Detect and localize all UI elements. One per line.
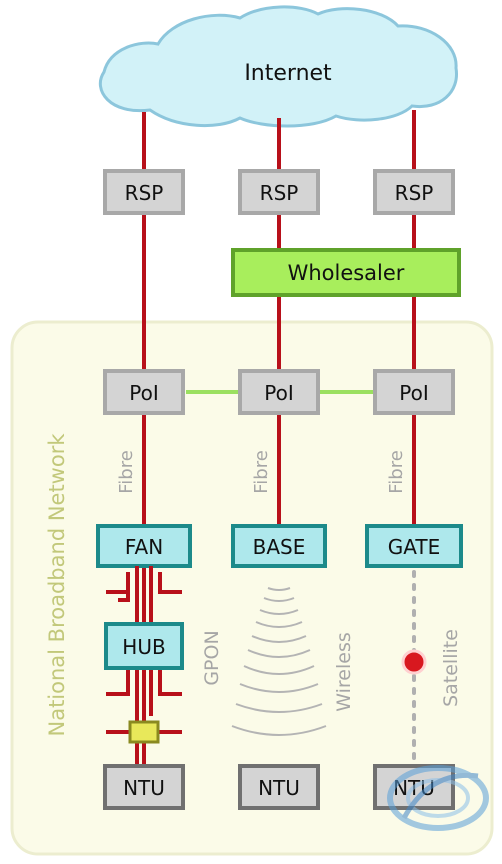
wholesaler-label: Wholesaler <box>288 261 405 285</box>
fan-label: FAN <box>125 535 163 559</box>
watermark-logo <box>387 765 489 831</box>
hub-label: HUB <box>122 635 165 659</box>
base-label: BASE <box>253 535 306 559</box>
internet-cloud <box>98 5 458 128</box>
gate-box <box>365 524 463 568</box>
wireless-label: Wireless <box>333 632 355 712</box>
hub-box <box>104 622 184 670</box>
wholesaler-box <box>231 248 461 297</box>
ntu-box-2 <box>238 764 320 810</box>
fan-box <box>96 524 192 568</box>
rsp-box-2 <box>238 169 320 215</box>
ntu-row: NTU NTU NTU <box>103 764 455 810</box>
fibre-label-1: Fibre <box>116 450 137 494</box>
ntu-box-1 <box>103 764 185 810</box>
rsp-row: RSP RSP RSP <box>103 169 455 215</box>
wireless-waves <box>231 587 327 736</box>
base-box <box>231 524 327 568</box>
gpon-splitters <box>106 566 182 766</box>
nbn-region-label: National Broadband Network <box>45 433 69 737</box>
fibre-label-2: Fibre <box>251 450 272 494</box>
ntu-label-1: NTU <box>123 776 165 800</box>
ntu-label-2: NTU <box>258 776 300 800</box>
splitter-connector <box>128 720 160 744</box>
poi-box-2 <box>238 369 320 415</box>
poi-box-1 <box>103 369 185 415</box>
rsp-label-1: RSP <box>125 181 164 205</box>
rsp-box-1 <box>103 169 185 215</box>
fibre-label-3: Fibre <box>386 450 407 494</box>
poi-label-1: PoI <box>129 381 158 405</box>
satellite-icon <box>401 649 427 675</box>
internet-label: Internet <box>244 61 332 86</box>
satellite-label: Satellite <box>440 629 462 707</box>
gpon-label: GPON <box>201 630 223 685</box>
rsp-box-3 <box>373 169 455 215</box>
rsp-label-2: RSP <box>260 181 299 205</box>
rsp-label-3: RSP <box>395 181 434 205</box>
poi-row: PoI PoI PoI <box>103 369 455 415</box>
gate-label: GATE <box>388 535 440 559</box>
poi-label-2: PoI <box>264 381 293 405</box>
poi-label-3: PoI <box>399 381 428 405</box>
poi-box-3 <box>373 369 455 415</box>
